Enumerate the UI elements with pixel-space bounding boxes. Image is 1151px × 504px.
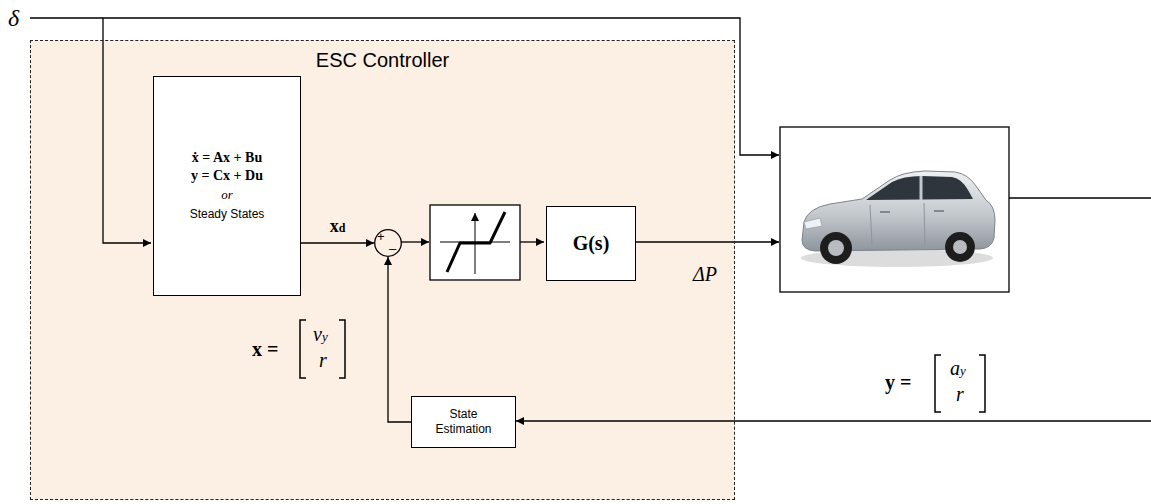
pressure-wire — [635, 241, 779, 242]
vector-entry: r — [956, 382, 964, 406]
label-holder: ΔP — [693, 262, 717, 286]
process-label: State Estimation — [428, 407, 500, 437]
steering-wire — [30, 18, 779, 155]
label-holder: vy — [313, 322, 328, 349]
signal-name: δ — [8, 4, 19, 32]
vehicle-illustration — [780, 127, 1009, 292]
label-holder: xd — [330, 215, 346, 239]
label-holder: y = — [885, 370, 911, 394]
vector-entry: r — [319, 348, 327, 372]
deadzone-symbol — [430, 205, 520, 280]
process-label: Steady States — [190, 205, 265, 223]
controller-region: ESC Controllerẋ = Ax + Buy = Cx + DuorSt… — [30, 40, 735, 500]
sign-symbol: – — [389, 243, 417, 255]
region-title: ESC Controller — [31, 49, 734, 72]
equation-text: ẋ = Ax + Bu — [192, 149, 262, 167]
equation-text: y = Cx + Du — [191, 167, 263, 185]
controller-region-fill — [30, 40, 735, 500]
summing-junction: +– — [374, 229, 402, 257]
steering-branch-wire — [103, 18, 151, 243]
vehicle-out-wire — [1009, 197, 1151, 198]
deadzone-out-wire — [520, 241, 544, 242]
transfer-function-box: G(s) — [546, 206, 636, 281]
or-text: or — [221, 185, 233, 205]
sign-symbol: + — [377, 230, 405, 244]
label-holder: x = — [252, 337, 278, 361]
label-holder: r — [956, 382, 964, 406]
label-holder: r — [319, 348, 327, 372]
process-box: State Estimation — [411, 396, 516, 448]
error-wire — [401, 241, 429, 242]
measurement-wire — [516, 420, 1151, 421]
label-holder: ay — [950, 356, 966, 383]
transfer-function-text: G(s) — [573, 232, 610, 255]
vector-name: y = — [885, 370, 911, 394]
signal-name: xd — [330, 215, 346, 239]
signal-name: ΔP — [693, 262, 717, 286]
state-space-box: ẋ = Ax + Buy = Cx + DuorSteady States — [153, 76, 301, 296]
signal-connector — [301, 242, 374, 243]
vector-entry: vy — [313, 322, 328, 349]
matrix-brackets — [300, 320, 985, 412]
vector-entry: ay — [950, 356, 966, 383]
signal-connector — [388, 257, 411, 422]
vector-name: x = — [252, 337, 278, 361]
label-holder: δ — [8, 4, 19, 32]
